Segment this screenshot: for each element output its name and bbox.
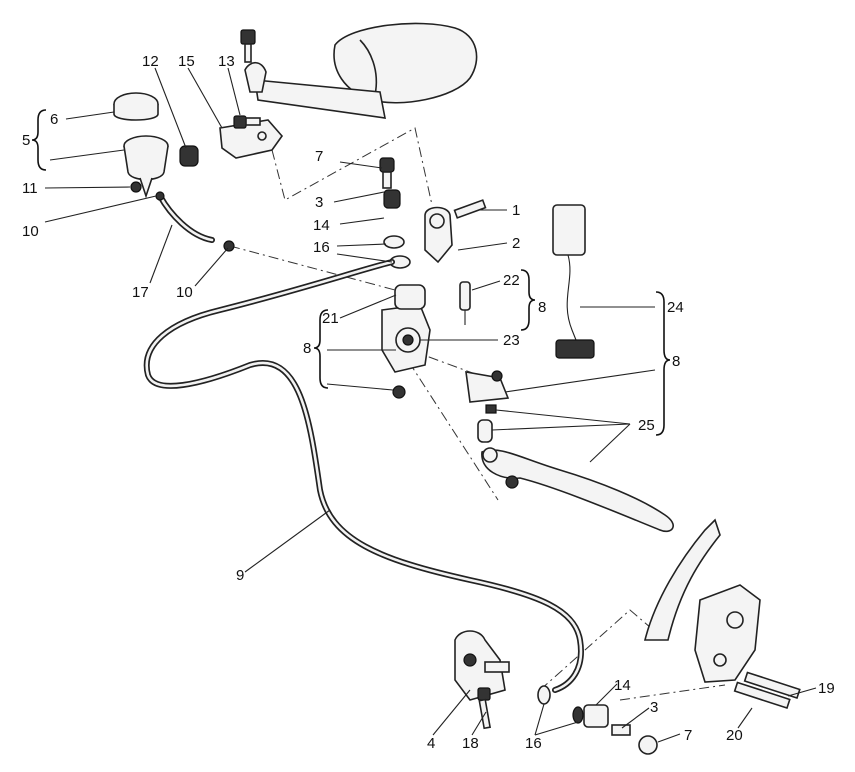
clutch-hose (143, 259, 584, 693)
callout-10-right: 10 (176, 284, 193, 301)
small-clamp (130, 181, 142, 193)
hose-clip-lower (223, 240, 235, 252)
clamp-bolt (453, 199, 487, 219)
callout-3-bottom: 3 (650, 699, 658, 716)
callout-11: 11 (22, 180, 38, 197)
clutch-lever (481, 447, 674, 533)
callout-1: 1 (512, 202, 520, 219)
brace-group-5 (31, 109, 47, 171)
callout-10-left: 10 (22, 223, 39, 240)
reservoir-cap (113, 92, 159, 121)
lever-adjuster (465, 370, 510, 403)
assembly-guide-lines (229, 127, 726, 701)
callout-3-top: 3 (315, 194, 323, 211)
callout-4: 4 (427, 735, 435, 752)
brace-group-8-right (520, 269, 536, 331)
callout-16-bottom: 16 (525, 735, 542, 752)
callout-21: 21 (322, 310, 339, 327)
callout-17: 17 (132, 284, 149, 301)
banjo-bolt-upper (379, 157, 395, 189)
callout-12: 12 (142, 53, 159, 70)
callout-5: 5 (22, 132, 30, 149)
seal-washers-lower (537, 685, 584, 724)
top-bolt (240, 29, 256, 63)
callout-20: 20 (726, 727, 743, 744)
callout-15: 15 (178, 53, 195, 70)
callout-23: 23 (503, 332, 520, 349)
callout-8-left: 8 (303, 340, 311, 357)
handlebar-fairing (244, 22, 478, 119)
callout-13: 13 (218, 53, 235, 70)
callout-18: 18 (462, 735, 479, 752)
callout-22: 22 (503, 272, 520, 289)
footrest-bracket (643, 518, 761, 683)
callout-24: 24 (667, 299, 684, 316)
callout-14-bottom: 14 (614, 677, 631, 694)
banjo-fitting-lower (583, 704, 609, 728)
callout-labels: 1 2 7 3 14 16 22 8 21 23 8 24 8 25 6 5 1… (22, 53, 835, 752)
rubber-grommet (179, 145, 199, 167)
callout-2: 2 (512, 235, 520, 252)
callout-9: 9 (236, 567, 244, 584)
reservoir-body (123, 135, 169, 199)
brace-group-8-left (313, 309, 329, 389)
bracket-bolts (733, 671, 801, 710)
brace-group-8-far (655, 291, 671, 436)
callout-16-top: 16 (313, 239, 330, 256)
pivot-pin (459, 281, 471, 325)
callout-8-mid: 8 (538, 299, 546, 316)
callout-7-bottom: 7 (684, 727, 692, 744)
clutch-switch (552, 204, 595, 359)
cylinder-plug (392, 385, 406, 399)
callout-19: 19 (818, 680, 835, 697)
handlebar-clamp (424, 206, 453, 264)
banjo-bolt-lower (611, 724, 658, 755)
bracket-screw (233, 115, 261, 129)
callout-7-top: 7 (315, 148, 323, 165)
callout-14-top: 14 (313, 217, 330, 234)
seal-washers-upper (383, 189, 411, 269)
callout-6: 6 (50, 111, 58, 128)
callout-25: 25 (638, 417, 655, 434)
master-cylinder-body (381, 284, 431, 373)
reservoir-bracket (219, 119, 284, 159)
slave-cylinder (454, 630, 510, 701)
leader-lines (44, 67, 817, 743)
callout-8-right: 8 (672, 353, 680, 370)
lever-spring (477, 404, 497, 443)
hose-clip-upper (155, 191, 165, 201)
reservoir-hose (157, 193, 215, 243)
